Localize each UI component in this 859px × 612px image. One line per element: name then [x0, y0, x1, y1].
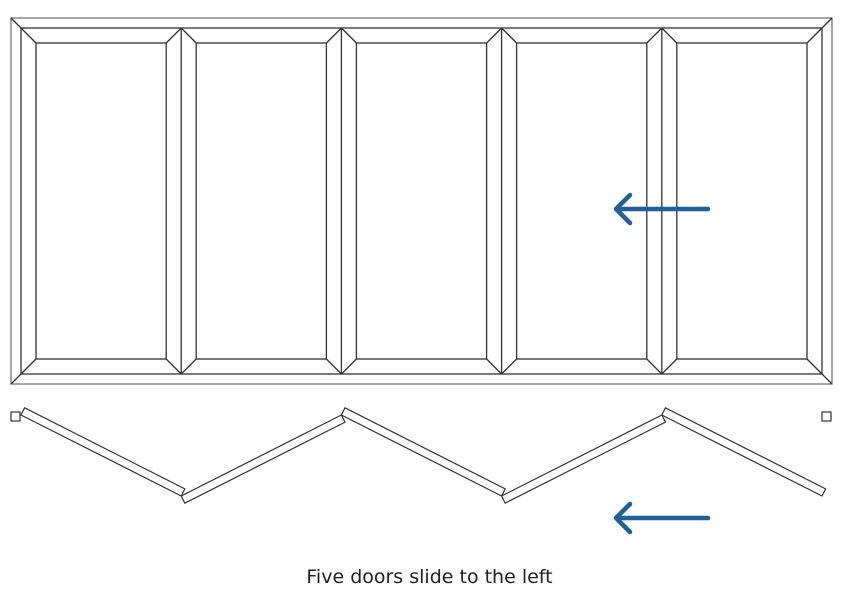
panel-bevel: [20, 358, 37, 375]
frame-corner: [10, 373, 22, 385]
glass-pane: [35, 42, 167, 360]
panel-bevel: [486, 27, 503, 44]
door-panel: [20, 27, 182, 375]
inner-frame: [20, 27, 823, 375]
panel-bevel: [646, 27, 663, 44]
panel-bevel: [661, 27, 678, 44]
panel-bevel: [661, 358, 678, 375]
panel-bevel: [806, 358, 823, 375]
hinge-post: [821, 411, 832, 422]
panel-bevel: [325, 27, 342, 44]
panel-bevel: [501, 358, 518, 375]
door-panel: [500, 27, 663, 375]
folded-door-panel: [660, 407, 827, 497]
arrow-left-icon: [613, 192, 711, 226]
glass-pane: [195, 42, 328, 360]
panel-bevel: [165, 27, 182, 44]
door-elevation: [10, 17, 833, 385]
panel-bevel: [165, 358, 182, 375]
frame-corner: [821, 373, 833, 385]
door-panel: [180, 27, 342, 375]
panel-bevel: [20, 27, 37, 44]
glass-pane: [515, 42, 648, 360]
diagram-caption: Five doors slide to the left: [306, 566, 553, 588]
door-panel: [340, 27, 503, 375]
folded-door-panel: [20, 407, 186, 497]
panel-bevel: [340, 27, 357, 44]
door-panel: [661, 27, 823, 375]
panel-bevel: [646, 358, 663, 375]
panel-bevel: [325, 358, 342, 375]
panel-bevel: [340, 358, 357, 375]
panel-bevel: [180, 358, 197, 375]
glass-pane: [676, 42, 808, 360]
folded-door-panel: [500, 414, 667, 504]
door-plan-view: [10, 407, 832, 504]
folded-door-panel: [340, 407, 507, 497]
glass-pane: [355, 42, 488, 360]
frame-corner: [10, 17, 22, 29]
arrow-left-icon: [613, 501, 711, 535]
outer-frame: [10, 17, 833, 385]
panel-bevel: [180, 27, 197, 44]
folded-door-panel: [180, 414, 346, 504]
panel-bevel: [501, 27, 518, 44]
panel-bevel: [486, 358, 503, 375]
panel-bevel: [806, 27, 823, 44]
frame-corner: [821, 17, 833, 29]
hinge-post: [10, 411, 21, 422]
